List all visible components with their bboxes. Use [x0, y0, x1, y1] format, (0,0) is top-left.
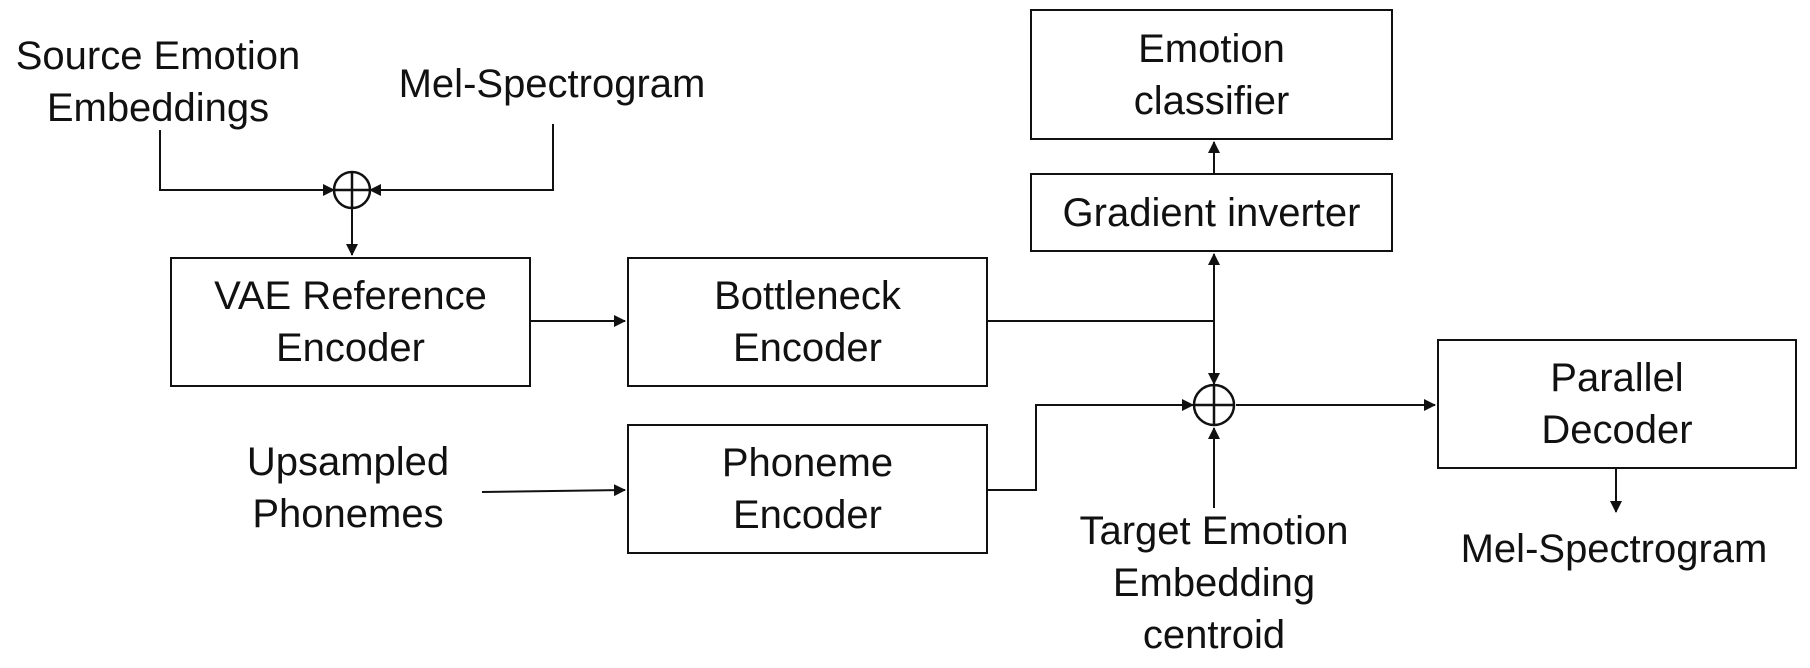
bottleneck-encoder-block: Bottleneck Encoder [627, 257, 988, 387]
source-emotion-label: Source Emotion Embeddings [15, 34, 301, 130]
emotion-classifier-block: Emotion classifier [1030, 9, 1393, 140]
parallel-decoder-block: Parallel Decoder [1437, 339, 1797, 469]
mel-input-label: Mel-Spectrogram [398, 62, 706, 106]
sum-node-bottom [1192, 383, 1236, 427]
gradient-inverter-block: Gradient inverter [1030, 173, 1393, 252]
arrow-phonemes-to-encoder [481, 484, 626, 497]
sum-node-top [332, 170, 372, 210]
arrow-mel-to-sum [369, 124, 554, 196]
arrow-source-to-sum [159, 130, 335, 196]
vae-reference-encoder-block: VAE Reference Encoder [170, 257, 531, 387]
mel-output-label: Mel-Spectrogram [1460, 527, 1768, 571]
arrow-phoneme-to-sum [988, 399, 1194, 491]
phoneme-encoder-block: Phoneme Encoder [627, 424, 988, 554]
target-emotion-label: Target Emotion Embedding centroid [1079, 509, 1349, 657]
phonemes-label: Upsampled Phonemes [246, 440, 450, 536]
